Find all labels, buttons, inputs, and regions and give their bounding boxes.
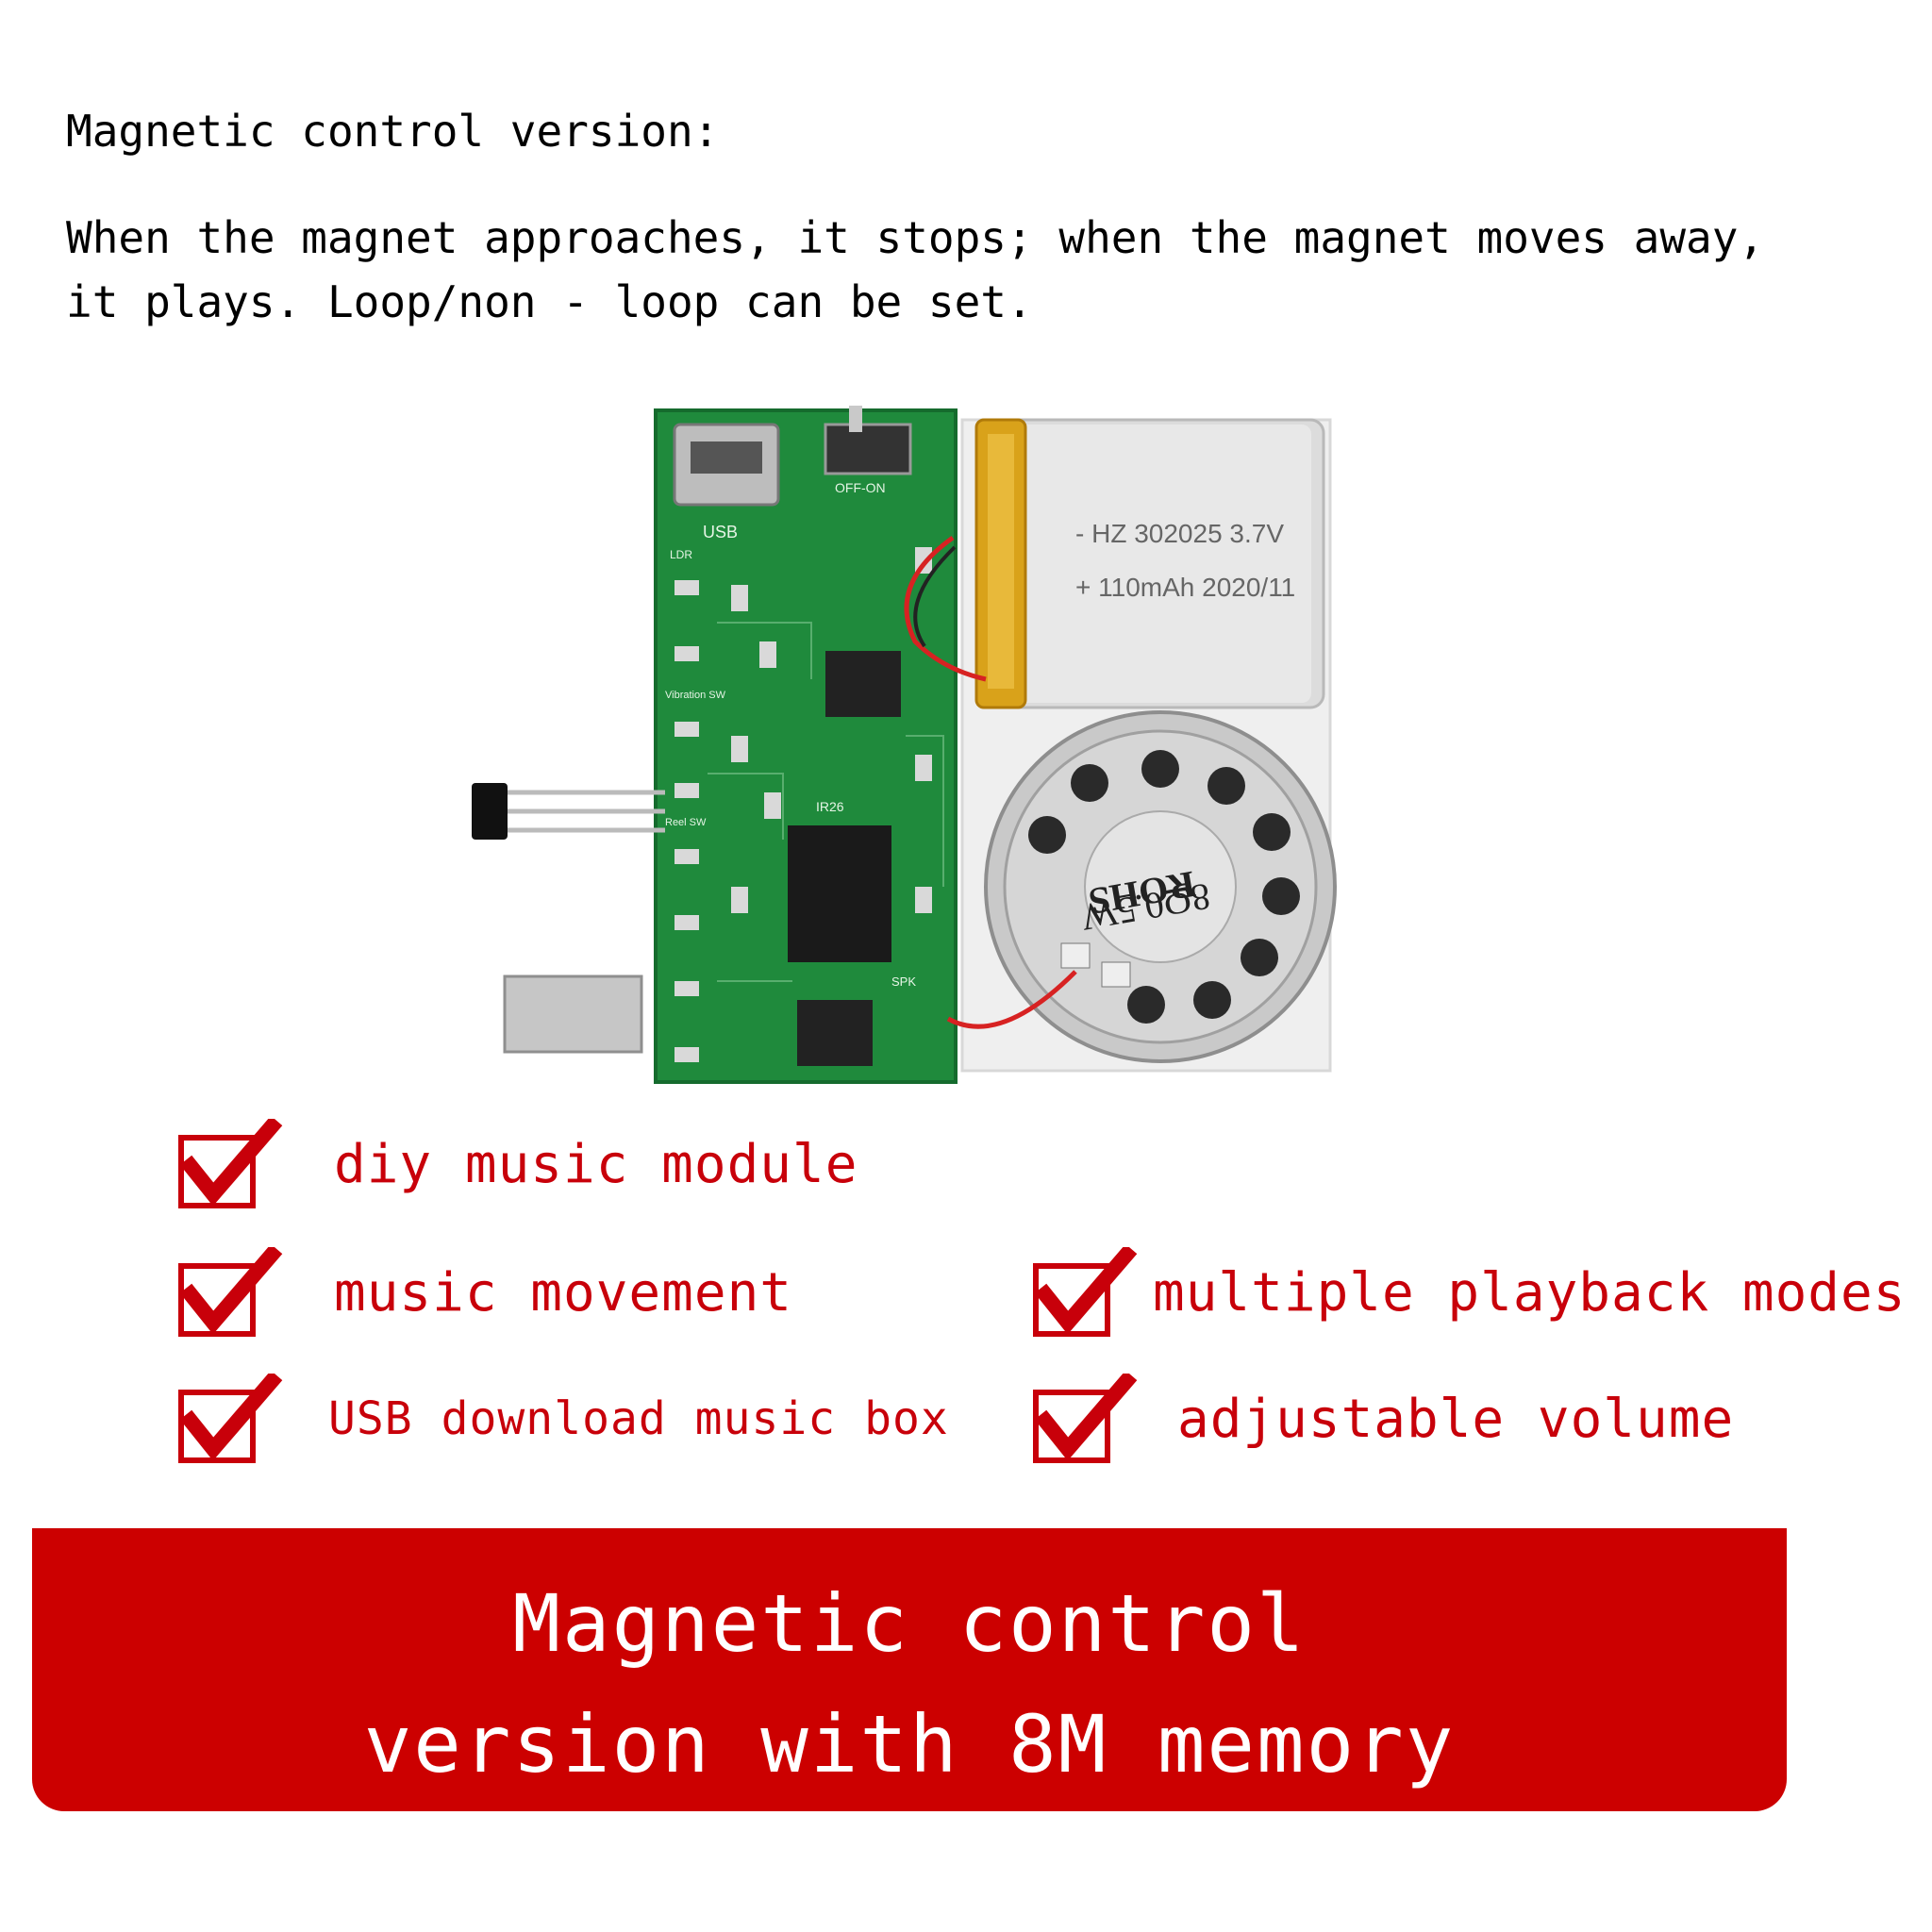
speaker-wire: [946, 970, 1077, 1029]
pcb-label-switch: OFF-ON: [835, 480, 886, 495]
chip-3: [797, 1000, 873, 1066]
feature-usb-download-music-box: USB download music box: [177, 1374, 949, 1464]
feature-diy-music-module: diy music module: [177, 1119, 858, 1209]
pcb-label-reel: Reel SW: [665, 817, 707, 828]
feature-label: adjustable volume: [1177, 1388, 1735, 1450]
section-heading: Magnetic control version:: [66, 106, 720, 157]
magnet: [503, 974, 643, 1054]
hall-sensor: [472, 783, 665, 840]
feature-label: USB download music box: [328, 1392, 949, 1445]
title-banner: Magnetic control version with 8M memory: [32, 1528, 1787, 1811]
product-image: - HZ 302025 3.7V + 110mAh 2020/11 8Ω0.5W…: [472, 406, 1337, 1084]
description-line-2: it plays. Loop/non - loop can be set.: [66, 276, 1033, 327]
power-switch: [824, 423, 912, 475]
pcb-label-usb: USB: [703, 523, 738, 541]
banner-line-2: version with 8M memory: [363, 1698, 1456, 1790]
checkmark-icon: [1033, 1374, 1138, 1463]
checkmark-icon: [178, 1119, 283, 1208]
pcb-label-vibration: Vibration SW: [665, 690, 726, 701]
pcb-board: USB LDR OFF-ON IR26 Vibration SW Reel SW…: [654, 406, 958, 1084]
battery-wire: [904, 535, 987, 682]
chip-1: [825, 651, 901, 717]
feature-label: multiple playback modes: [1153, 1261, 1907, 1324]
checkmark-icon: [178, 1247, 283, 1337]
banner-line-1: Magnetic control: [512, 1577, 1307, 1670]
pcb-label-ir: IR26: [816, 799, 844, 814]
feature-label: music movement: [334, 1261, 793, 1324]
battery: - HZ 302025 3.7V + 110mAh 2020/11: [974, 418, 1325, 709]
pcb-label-spk: SPK: [891, 974, 916, 989]
feature-adjustable-volume: adjustable volume: [1032, 1374, 1734, 1464]
speaker: 8Ω0.5W ROHS: [984, 710, 1337, 1063]
checkmark-icon: [178, 1374, 283, 1463]
feature-label: diy music module: [334, 1133, 858, 1195]
feature-music-movement: music movement: [177, 1247, 792, 1338]
checkmark-icon: [1033, 1247, 1138, 1337]
description-line-1: When the magnet approaches, it stops; wh…: [66, 212, 1765, 263]
battery-label-2: + 110mAh 2020/11: [1075, 573, 1295, 602]
chip-2: [788, 825, 891, 962]
description: When the magnet approaches, it stops; wh…: [66, 206, 1887, 334]
pcb-label-ldr: LDR: [670, 548, 692, 561]
battery-label-1: - HZ 302025 3.7V: [1075, 519, 1284, 548]
feature-multiple-playback-modes: multiple playback modes: [1032, 1247, 1906, 1338]
